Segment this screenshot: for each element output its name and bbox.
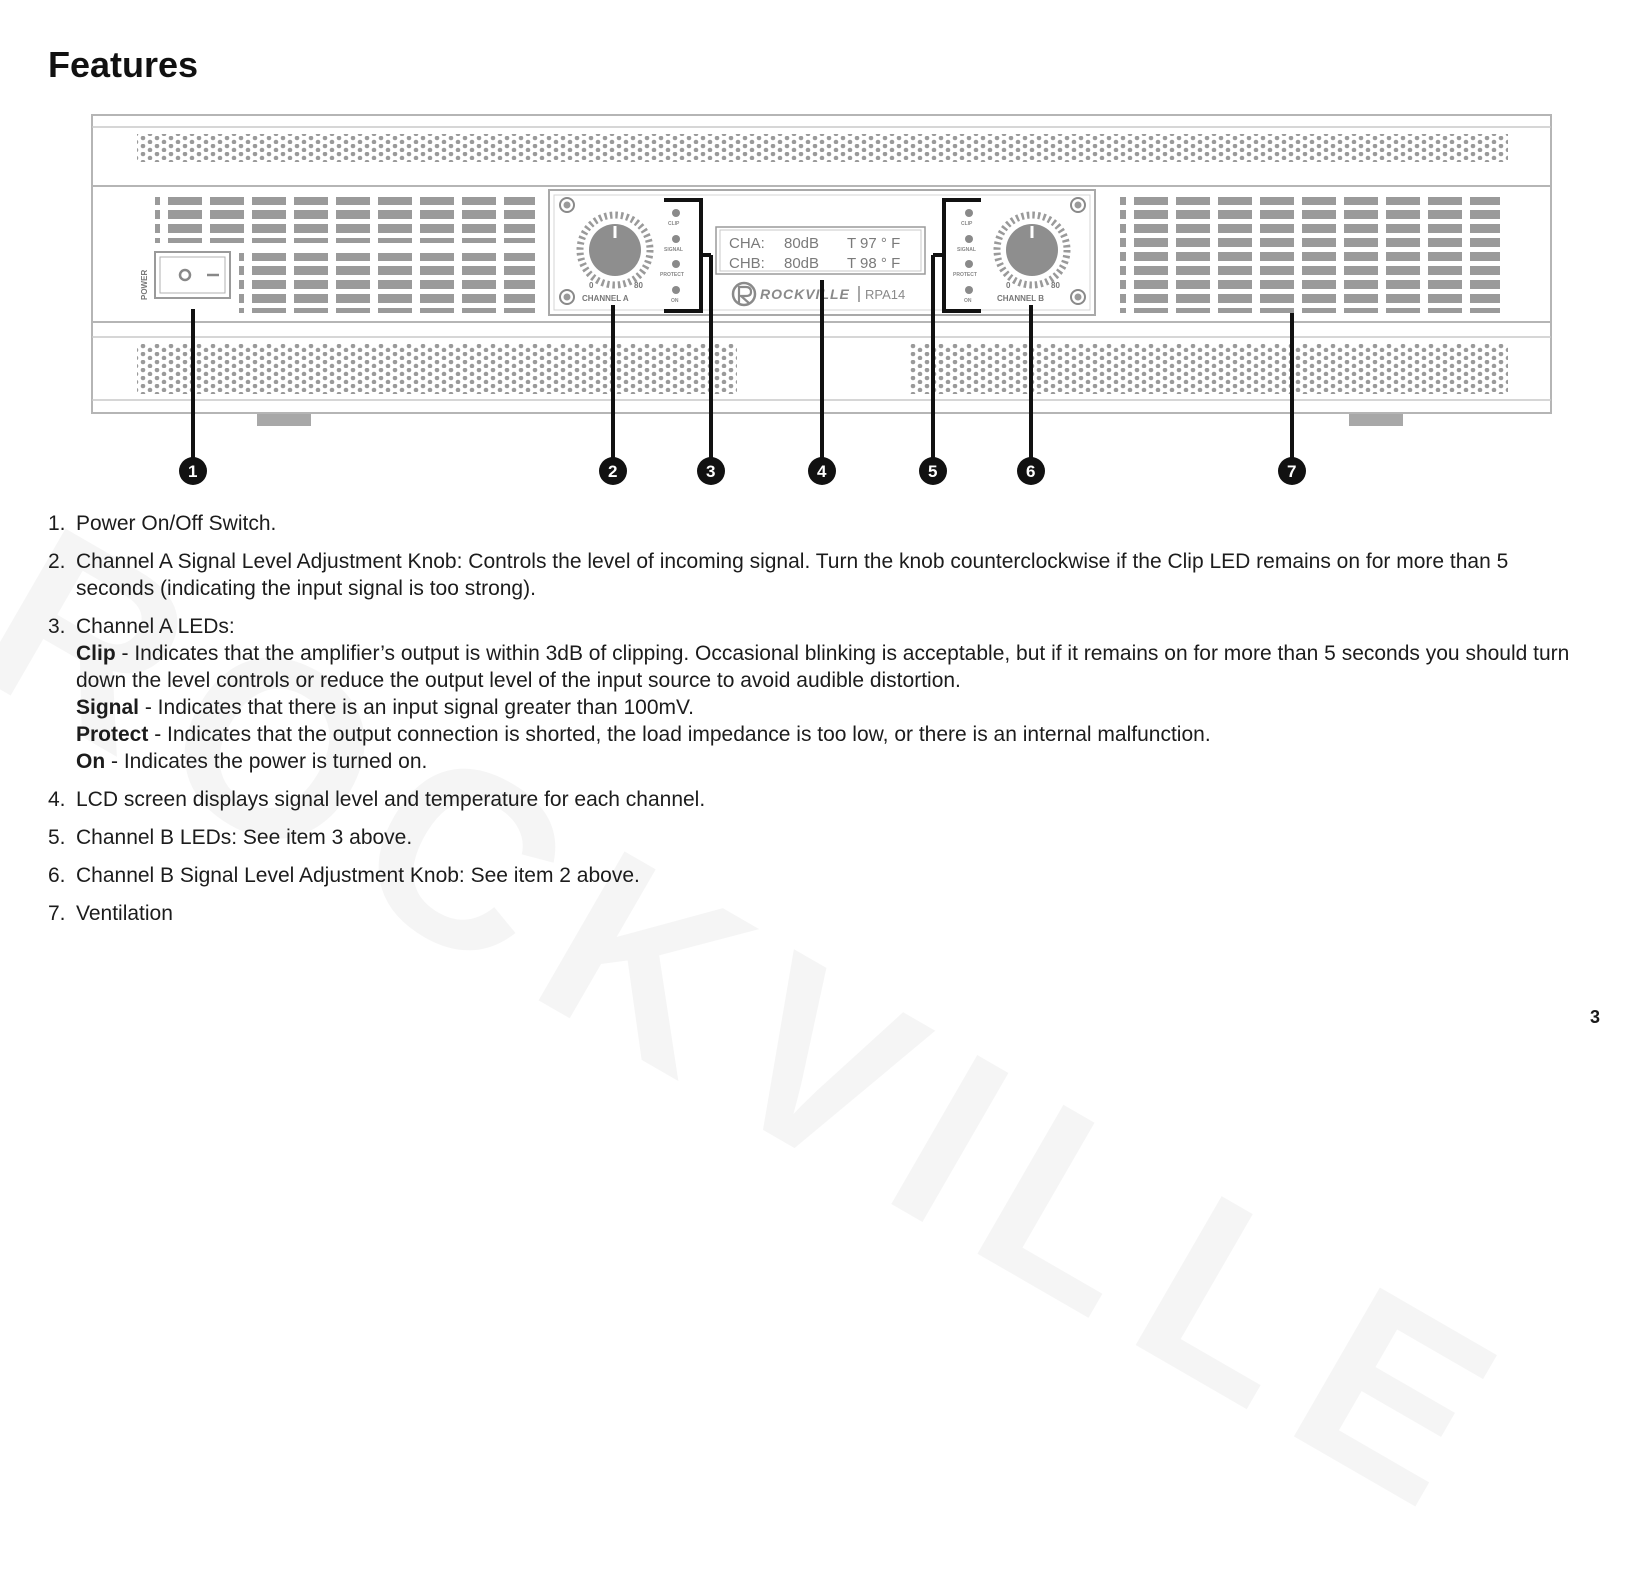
channel-b-knob-min: 0	[1006, 281, 1011, 290]
feature-item-7: 7. Ventilation	[48, 900, 1588, 927]
power-switch[interactable]	[154, 251, 231, 299]
feature-number: 3.	[48, 615, 66, 638]
power-label: POWER	[140, 270, 149, 300]
model-name: RPA14	[865, 287, 905, 302]
feature-item-5: 5. Channel B LEDs: See item 3 above.	[48, 824, 1588, 851]
top-dot-vent	[137, 134, 1508, 162]
panel-screws	[559, 197, 1086, 305]
rockville-logo-icon	[731, 281, 757, 307]
led-b-on-label: ON	[964, 298, 972, 304]
lcd-line2-temp: T 98 ° F	[847, 255, 900, 272]
led-desc: - Indicates that there is an input signa…	[139, 696, 694, 719]
led-description-on: On - Indicates the power is turned on.	[76, 748, 1588, 775]
svg-text:3: 3	[706, 462, 715, 481]
feature-text: Channel A Signal Level Adjustment Knob: …	[76, 550, 1509, 600]
channel-a-leds: CLIP SIGNAL PROTECT ON	[660, 209, 684, 304]
lcd-line1-level: 80dB	[784, 235, 819, 252]
feature-item-1: 1. Power On/Off Switch.	[48, 510, 1588, 537]
lcd-line1-temp: T 97 ° F	[847, 235, 900, 252]
led-term: Protect	[76, 723, 149, 746]
right-foot	[1349, 414, 1403, 426]
feature-item-3: 3. Channel A LEDs: Clip - Indicates that…	[48, 613, 1588, 775]
svg-text:5: 5	[928, 462, 937, 481]
led-term: Clip	[76, 642, 116, 665]
callout-5: 5	[919, 457, 947, 485]
callout-6: 6	[1017, 457, 1045, 485]
left-foot	[257, 414, 311, 426]
callout-4: 4	[808, 457, 836, 485]
feature-text: Channel A LEDs:	[76, 615, 235, 638]
left-slot-vent-lower	[239, 253, 535, 313]
amplifier-front-panel-diagram: POWER 0 80 CHANNEL A CLIP SIGNAL PROTECT…	[91, 114, 1552, 485]
channel-a-knob-max: 80	[634, 281, 643, 290]
lcd-line2-channel: CHB:	[729, 255, 765, 272]
feature-text: Power On/Off Switch.	[76, 512, 277, 535]
led-desc: - Indicates the power is turned on.	[105, 750, 428, 773]
bottom-left-dot-vent	[137, 344, 737, 394]
channel-b-leds: CLIP SIGNAL PROTECT ON	[953, 209, 977, 304]
led-desc: - Indicates that the amplifier’s output …	[76, 642, 1570, 692]
lcd-screen	[715, 226, 926, 275]
led-b-clip-label: CLIP	[961, 221, 973, 227]
led-a-signal-label: SIGNAL	[664, 247, 683, 253]
channel-b-knob-max: 80	[1051, 281, 1060, 290]
page-number: 3	[1589, 1007, 1600, 1027]
led-b-signal-label: SIGNAL	[957, 247, 976, 253]
channel-a-knob[interactable]	[576, 211, 654, 289]
led-a-on-label: ON	[671, 298, 679, 304]
feature-text: LCD screen displays signal level and tem…	[76, 788, 706, 811]
feature-text: Channel B LEDs: See item 3 above.	[76, 826, 413, 849]
led-description-signal: Signal - Indicates that there is an inpu…	[76, 694, 1588, 721]
led-description-clip: Clip - Indicates that the amplifier’s ou…	[76, 640, 1588, 694]
callout-2: 2	[599, 457, 627, 485]
channel-b-knob[interactable]	[993, 211, 1071, 289]
led-a-clip-label: CLIP	[668, 221, 680, 227]
svg-text:4: 4	[817, 462, 827, 481]
feature-number: 1.	[48, 512, 66, 535]
channel-a-label: CHANNEL A	[582, 294, 629, 303]
lcd-line1-channel: CHA:	[729, 235, 765, 252]
brand-name: ROCKVILLE	[760, 286, 850, 302]
features-list: 1. Power On/Off Switch. 2. Channel A Sig…	[48, 510, 1588, 938]
callout-leader-lines	[191, 253, 1294, 460]
feature-number: 6.	[48, 864, 66, 887]
feature-item-6: 6. Channel B Signal Level Adjustment Kno…	[48, 862, 1588, 889]
feature-item-2: 2. Channel A Signal Level Adjustment Kno…	[48, 548, 1588, 602]
feature-number: 2.	[48, 550, 66, 573]
feature-item-4: 4. LCD screen displays signal level and …	[48, 786, 1588, 813]
svg-text:7: 7	[1287, 462, 1296, 481]
callout-7: 7	[1278, 457, 1306, 485]
channel-a-knob-min: 0	[589, 281, 594, 290]
callout-1: 1	[179, 457, 207, 485]
right-slot-vent	[1120, 197, 1500, 313]
svg-text:6: 6	[1026, 462, 1035, 481]
svg-text:2: 2	[608, 462, 617, 481]
channel-b-label: CHANNEL B	[997, 294, 1044, 303]
svg-text:1: 1	[188, 462, 197, 481]
led-desc: - Indicates that the output connection i…	[148, 723, 1211, 746]
bottom-right-dot-vent	[909, 344, 1508, 394]
left-slot-vent-upper	[155, 197, 535, 243]
page-title: Features	[48, 44, 199, 85]
led-term: Signal	[76, 696, 140, 719]
led-description-protect: Protect - Indicates that the output conn…	[76, 721, 1588, 748]
feature-number: 7.	[48, 902, 66, 925]
led-a-protect-label: PROTECT	[660, 272, 684, 278]
callout-3: 3	[697, 457, 725, 485]
lcd-line2-level: 80dB	[784, 255, 819, 272]
feature-text: Ventilation	[76, 902, 173, 925]
led-term: On	[76, 750, 106, 773]
feature-number: 5.	[48, 826, 66, 849]
feature-number: 4.	[48, 788, 66, 811]
led-b-protect-label: PROTECT	[953, 272, 977, 278]
feature-text: Channel B Signal Level Adjustment Knob: …	[76, 864, 640, 887]
